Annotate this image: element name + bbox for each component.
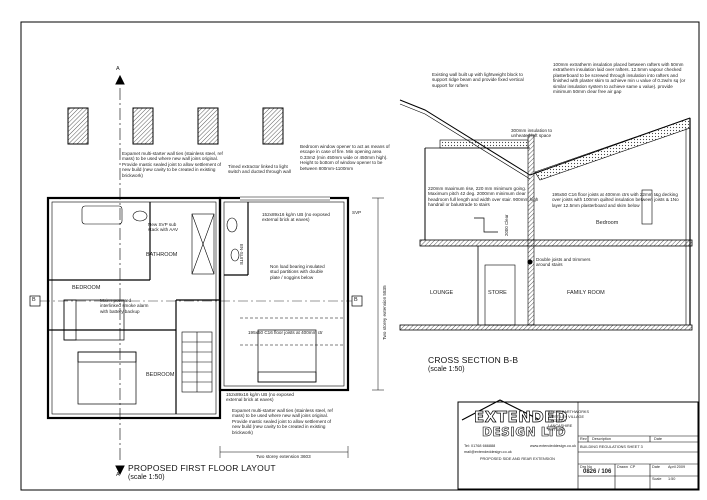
note-wall-ties-bottom: Expamet multi-starter wall ties (stainle…: [232, 408, 333, 435]
dimension-vertical: Two storey extension 5835: [382, 285, 387, 340]
bed-left: [63, 299, 125, 341]
description-header: Description: [592, 437, 611, 441]
scale-label: Scale: [652, 477, 662, 481]
note-double-joists: Double joists and trimmers around stairs: [536, 257, 591, 268]
note-beam-bottom: 152x89x16 kg/m UB (no exposed external b…: [226, 392, 294, 403]
company-email: mail@extendeddesign.co.uk: [464, 450, 512, 454]
title-block: [457, 399, 699, 490]
note-window-opener: Bedroom window opener to act as means of…: [300, 144, 390, 171]
room-bathroom: BATHROOM: [146, 252, 178, 258]
section-room-store: STORE: [488, 290, 507, 296]
note-stairs: 220mm maximum rise, 220 mm minimum going…: [428, 186, 539, 208]
date-value: April 2009: [668, 465, 686, 469]
note-gable: Existing wall built up with lightweight …: [432, 72, 524, 88]
section-marker-a-bottom: A: [116, 472, 120, 478]
note-beam-top: 152x89x16 kg/m UB (no exposed external b…: [262, 212, 330, 223]
plan-title: PROPOSED FIRST FLOOR LAYOUT: [128, 463, 276, 473]
rev-header: Rev: [580, 437, 587, 441]
logo-line2: DESIGN LTD: [482, 425, 567, 440]
company-address: 87 THE EARTHWORKS WEST-LEY VILLAGE CHORL…: [548, 410, 590, 433]
cross-section: [399, 99, 693, 331]
section-marker-b-right: B: [354, 297, 358, 303]
bed-lower: [77, 351, 137, 405]
drawn-value: CP: [630, 465, 636, 469]
label-clear: 2000 Clear: [504, 214, 509, 236]
section-room-lounge: LOUNGE: [430, 290, 454, 296]
drg-no: 0826 / 106: [583, 469, 612, 475]
scale-value: 1:50: [668, 477, 676, 481]
section-scale: (scale 1:50): [428, 366, 465, 373]
drawn-label: Drawn: [617, 465, 628, 469]
date-label: Date: [652, 465, 661, 469]
note-stud-partitions: Non load bearing insulated stud partitio…: [270, 264, 325, 280]
section-title: CROSS SECTION B-B: [428, 355, 519, 365]
label-svp: SVP: [352, 210, 362, 215]
floor-plan: [29, 74, 384, 476]
plan-scale: (scale 1:50): [128, 474, 165, 481]
section-marker-b-left: B: [32, 297, 36, 303]
stairs: [181, 331, 213, 393]
bed-extension: [257, 329, 317, 383]
dimension-bottom: Two storey extension 3603: [256, 454, 311, 459]
sheet-border: [20, 21, 700, 491]
roof-lights: [67, 107, 284, 145]
note-floor-joists: 195x50 C16 floor joists at 400mm ctr: [248, 330, 323, 335]
date-header: Date: [654, 437, 663, 441]
note-smoke-alarm: Mains powered interlinked smoke alarm wi…: [100, 298, 149, 314]
section-marker-a-top: A: [116, 66, 120, 72]
note-extractor: Timed extractor linked to light switch a…: [228, 164, 291, 175]
section-room-bedroom: Bedroom: [596, 220, 619, 226]
room-bedroom-left: BEDROOM: [72, 285, 101, 291]
note-roof-insulation: 100mm extratherm insulation placed betwe…: [553, 62, 686, 95]
room-bedroom-lower: BEDROOM: [146, 372, 175, 378]
note-section-floor-joists: 195x50 C16 floor joists at 400mm ctrs wi…: [552, 192, 679, 208]
drawing-title: BUILDING REGULATIONS SHEET 3: [580, 445, 643, 449]
note-loft-insulation: 300mm insulation to unheated loft space: [511, 128, 553, 139]
company-web: www.extendeddesign.co.uk: [530, 444, 577, 448]
project-title: PROPOSED SIDE AND REAR EXTENSION: [480, 457, 555, 461]
logo-line1: EXTENDED: [474, 408, 568, 427]
company-tel: Tel: 01768 666888: [464, 444, 496, 448]
note-svp-stack: New SVP sub stack with AAV: [148, 222, 179, 233]
room-ensuite: EN-SUITE: [239, 244, 244, 266]
bathroom-fittings: [81, 205, 240, 275]
drg-no-label: Drg No: [580, 465, 593, 469]
section-room-family: FAMILY ROOM: [567, 290, 605, 296]
note-wall-ties-top: Expamet multi-starter wall ties (stainle…: [122, 151, 223, 178]
